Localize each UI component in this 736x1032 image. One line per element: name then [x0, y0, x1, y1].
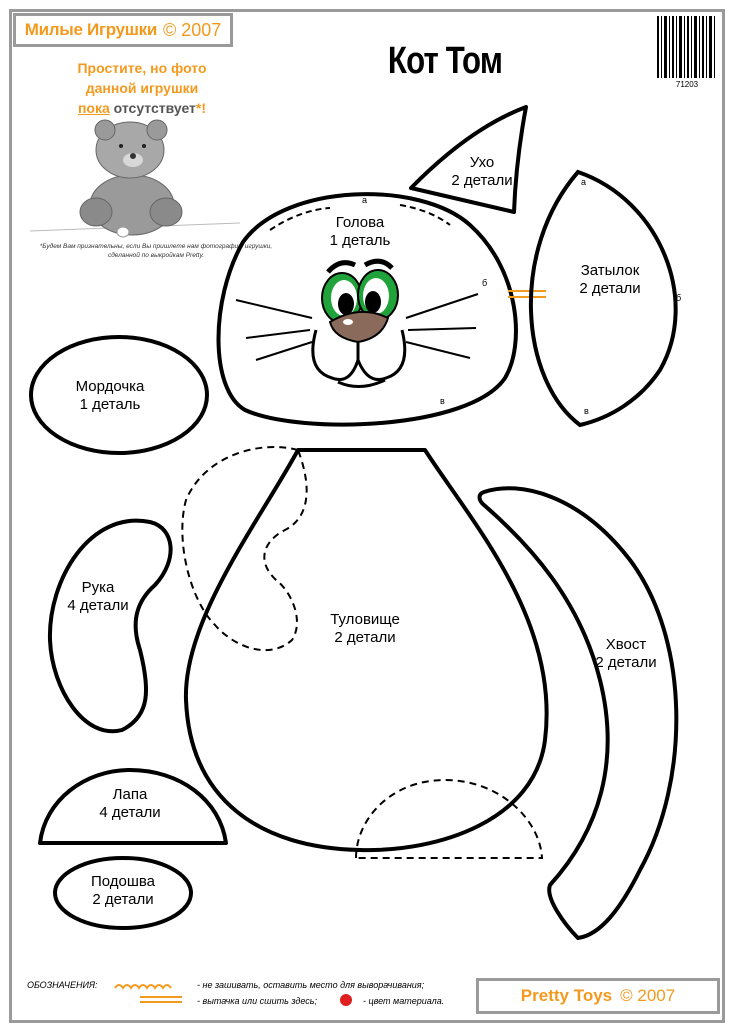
paw-piece [38, 768, 228, 845]
legend-symbols [114, 984, 352, 1006]
paw-label: Лапа 4 детали [80, 786, 180, 822]
missing-photo-notice: Простите, но фото данной игрушки пока от… [42, 58, 242, 118]
notice-line-1: Простите, но фото [77, 60, 207, 76]
back-head-name: Затылок [580, 262, 640, 279]
footer-copyright: © 2007 [620, 986, 676, 1005]
legend-title: ОБОЗНАЧЕНИЯ: [27, 980, 98, 990]
photo-footnote: *Будем Вам признательны, если Вы пришлет… [18, 242, 294, 260]
ear-label: Ухо 2 детали [440, 154, 524, 190]
legend: ОБОЗНАЧЕНИЯ: - не зашивать, оставить мес… [17, 970, 471, 1014]
head-label: Голова 1 деталь [310, 214, 410, 250]
red-dot-icon [340, 994, 352, 1006]
head-piece [216, 192, 518, 427]
muzzle-count: 1 деталь [79, 396, 141, 413]
brand-copyright: © 2007 [162, 19, 222, 40]
footer-brand-box: Pretty Toys © 2007 [476, 978, 720, 1014]
back-head-mark-a: а [581, 177, 587, 187]
arm-count: 4 детали [67, 597, 129, 614]
paw-name: Лапа [112, 786, 148, 803]
arm-name: Рука [81, 579, 115, 596]
brand-header: Милые Игрушки © 2007 [13, 13, 233, 47]
footer-brand: Pretty Toys [520, 986, 613, 1005]
paw-count: 4 детали [99, 804, 161, 821]
ear-name: Ухо [469, 154, 495, 171]
head-name: Голова [335, 214, 385, 231]
notice-star: *! [195, 100, 207, 116]
tail-label: Хвост 2 детали [576, 636, 676, 672]
back-head-label: Затылок 2 детали [560, 262, 660, 298]
back-head-mark-v: в [584, 406, 589, 416]
teddy-bear-illustration [29, 119, 241, 238]
footnote-line-2: сделанной по выкройкам Pretty. [107, 252, 205, 259]
legend-dart: - вытачка или сшить здесь; [197, 996, 318, 1006]
brand-name: Милые Игрушки [24, 20, 158, 39]
footnote-line-1: *Будем Вам признательны, если Вы пришлет… [39, 243, 273, 250]
muzzle-name: Мордочка [75, 378, 145, 395]
head-mark-b: б [482, 278, 488, 288]
cat-face [235, 258, 479, 388]
page-title: Кот Том [387, 40, 503, 82]
body-name: Туловище [330, 611, 400, 628]
muzzle-label: Мордочка 1 деталь [60, 378, 160, 414]
arm-piece [47, 518, 173, 734]
body-piece [183, 448, 549, 853]
notice-line-3-rest: отсутствует [109, 100, 196, 116]
head-mark-a: а [362, 195, 368, 205]
body-label: Туловище 2 детали [315, 611, 415, 647]
tail-piece [477, 486, 679, 941]
barcode-number: 71203 [675, 80, 699, 89]
sole-name: Подошва [90, 873, 156, 890]
sole-label: Подошва 2 детали [73, 873, 173, 909]
notice-line-3: пока отсутствует*! [42, 98, 242, 118]
notice-underlined-word: пока [77, 100, 110, 116]
muzzle-piece [29, 335, 209, 455]
head-count: 1 деталь [329, 232, 391, 249]
sole-count: 2 детали [92, 891, 154, 908]
head-dart [269, 204, 451, 231]
ear-count: 2 детали [451, 172, 513, 189]
back-head-count: 2 детали [579, 280, 641, 297]
head-mark-v: в [440, 396, 445, 406]
legend-no-sew: - не зашивать, оставить место для вывора… [197, 980, 425, 990]
arm-label: Рука 4 детали [48, 579, 148, 615]
back-head-piece [529, 169, 678, 428]
body-count: 2 детали [334, 629, 396, 646]
back-head-mark-b: б [676, 293, 682, 303]
dart-mark [508, 290, 546, 298]
body-arm-dashed-outline [181, 446, 308, 651]
sole-piece [53, 856, 193, 930]
ear-piece [409, 105, 528, 214]
notice-line-2: данной игрушки [85, 80, 199, 96]
body-paw-dashed-outline [354, 778, 544, 859]
barcode-icon [657, 16, 715, 78]
legend-material-color: - цвет материала. [363, 996, 445, 1006]
tail-name: Хвост [605, 636, 647, 653]
page-frame [9, 9, 725, 1023]
tail-count: 2 детали [595, 654, 657, 671]
